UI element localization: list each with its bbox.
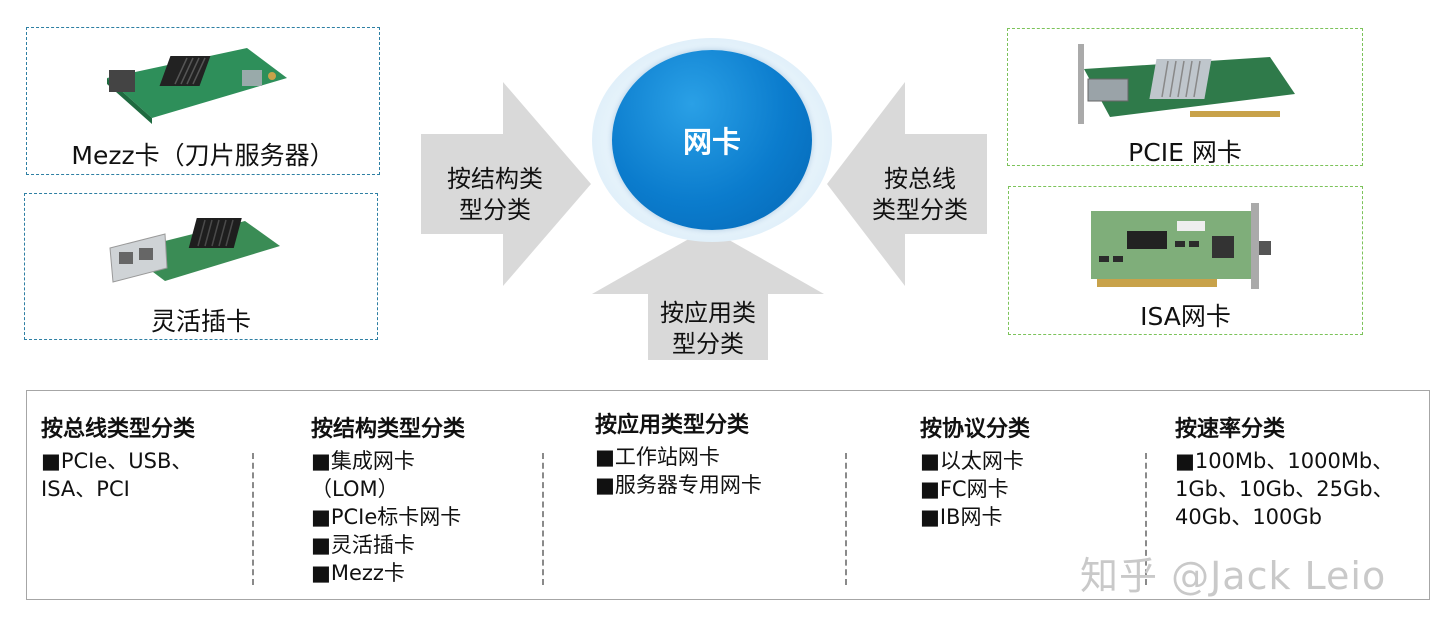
summary-col-title: 按总线类型分类 [41, 417, 196, 442]
card-mezz: Mezz卡（刀片服务器） [26, 27, 380, 175]
summary-col-title: 按结构类型分类 [311, 417, 466, 442]
card-pcie-label: PCIE 网卡 [1128, 138, 1242, 167]
summary-col-bus: 按总线类型分类 ■PCIe、USB、 ISA、PCI [41, 415, 261, 503]
summary-item: ■以太网卡 [920, 449, 1024, 473]
summary-item: ■Mezz卡 [311, 561, 405, 585]
center-circle [612, 50, 812, 230]
mezz-card-image [107, 48, 287, 124]
summary-col-protocol: 按协议分类 ■以太网卡 ■FC网卡 ■IB网卡 [920, 415, 1120, 531]
card-mezz-label: Mezz卡（刀片服务器） [71, 141, 335, 170]
summary-item: ■灵活插卡 [311, 533, 415, 557]
card-flex: 灵活插卡 [24, 193, 378, 340]
arrow-bottom-label: 按应用类 型分类 [660, 299, 756, 358]
summary-item: ■工作站网卡 [595, 445, 720, 469]
summary-col-structure: 按结构类型分类 ■集成网卡 （LOM） ■PCIe标卡网卡 ■灵活插卡 ■Mez… [311, 415, 531, 587]
flex-card-image [109, 218, 280, 283]
card-flex-label: 灵活插卡 [150, 307, 251, 336]
summary-item: ■PCIe标卡网卡 [311, 505, 462, 529]
arrow-right [827, 82, 987, 286]
arrow-right-label: 按总线 类型分类 [872, 165, 968, 224]
summary-item: ■集成网卡 （LOM） [311, 449, 415, 501]
summary-item: ■FC网卡 [920, 477, 1009, 501]
summary-col-title: 按协议分类 [920, 417, 1031, 442]
summary-divider [1145, 453, 1147, 585]
summary-item: ■服务器专用网卡 [595, 473, 762, 497]
card-isa: ISA网卡 [1008, 186, 1363, 335]
arrow-bottom [592, 228, 824, 360]
summary-col-speed: 按速率分类 ■100Mb、1000Mb、 1Gb、10Gb、25Gb、 40Gb… [1175, 415, 1415, 531]
summary-item: ■IB网卡 [920, 505, 1003, 529]
summary-item: ■PCIe、USB、 ISA、PCI [41, 449, 193, 501]
arrow-left [421, 82, 591, 286]
arrow-left-label: 按结构类 型分类 [447, 165, 543, 224]
center-title: 网卡 [682, 125, 741, 159]
summary-box: 按总线类型分类 ■PCIe、USB、 ISA、PCI 按结构类型分类 ■集成网卡… [26, 390, 1430, 600]
summary-col-application: 按应用类型分类 ■工作站网卡 ■服务器专用网卡 [595, 411, 835, 499]
isa-card-image [1091, 203, 1271, 289]
summary-col-title: 按速率分类 [1175, 417, 1286, 442]
summary-divider [542, 453, 544, 585]
summary-col-title: 按应用类型分类 [595, 413, 750, 438]
summary-divider [252, 453, 254, 585]
summary-divider [845, 453, 847, 585]
summary-item: ■100Mb、1000Mb、 1Gb、10Gb、25Gb、 40Gb、100Gb [1175, 449, 1394, 529]
card-pcie: PCIE 网卡 [1007, 28, 1363, 167]
card-isa-label: ISA网卡 [1140, 302, 1231, 331]
watermark: 知乎 @Jack Leio [1080, 554, 1387, 598]
pcie-card-image [1078, 44, 1295, 124]
